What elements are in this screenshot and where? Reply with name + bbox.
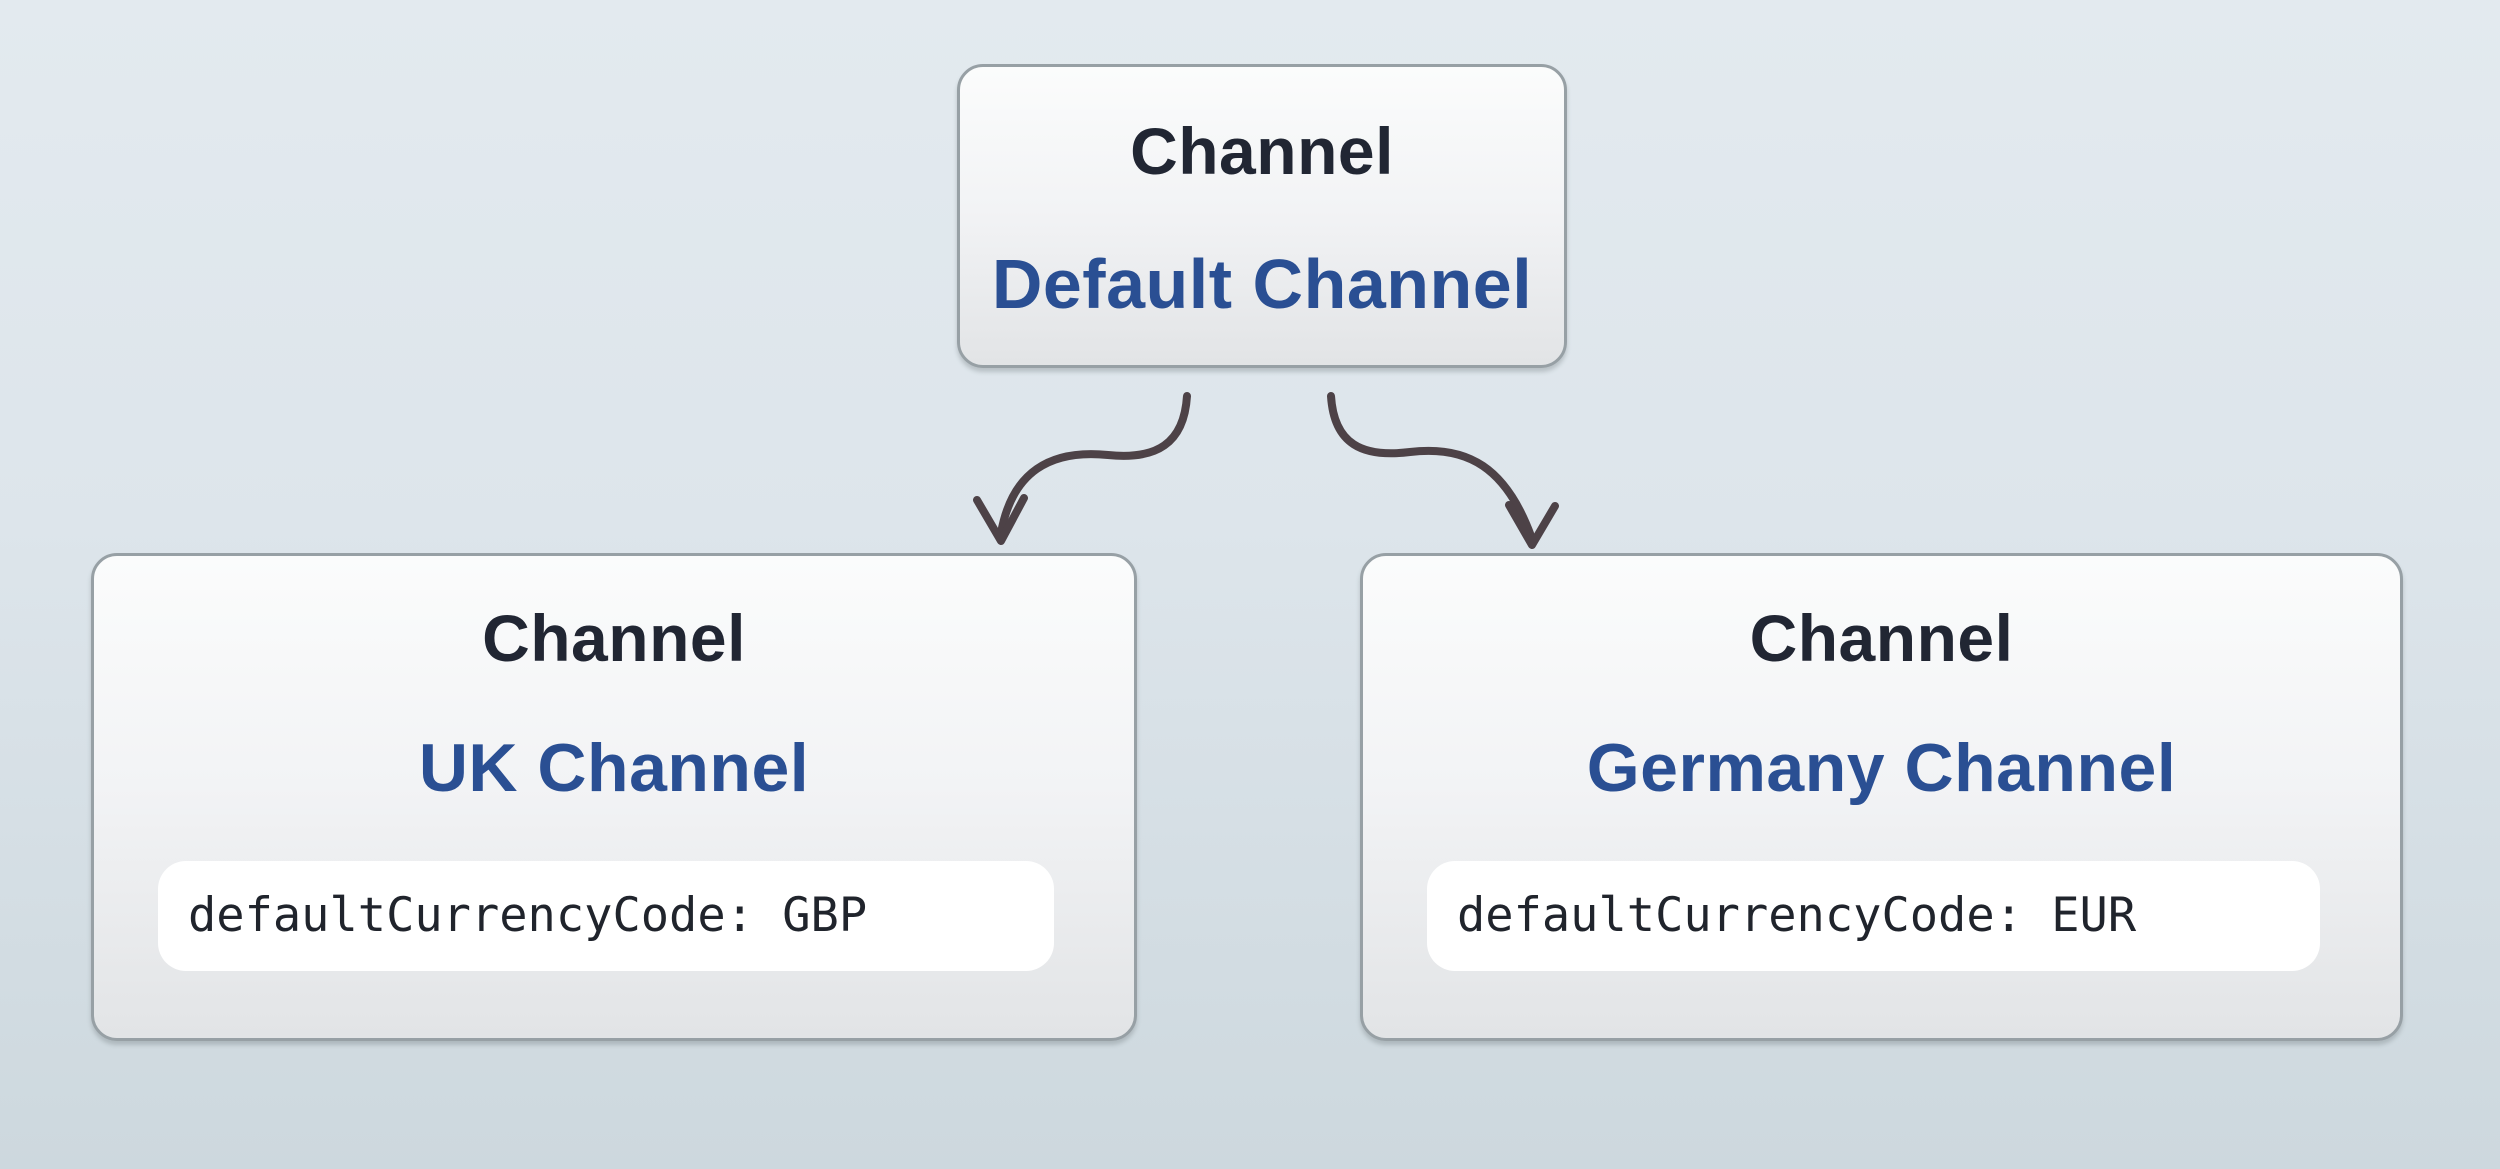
node-name-label: UK Channel <box>418 730 810 806</box>
arrowhead-down-icon <box>1505 501 1559 549</box>
node-attribute-pill: defaultCurrencyCode: GBP <box>158 861 1054 971</box>
node-germany-channel: Channel Germany Channel defaultCurrencyC… <box>1360 553 2403 1041</box>
node-name-label: Default Channel <box>991 245 1533 323</box>
node-type-label: Channel <box>1749 601 2014 675</box>
node-attribute-text: defaultCurrencyCode: EUR <box>1457 888 2137 943</box>
edge-default-to-germany <box>1327 392 1559 549</box>
arrowhead-down-icon <box>973 494 1028 545</box>
node-attribute-pill: defaultCurrencyCode: EUR <box>1427 861 2320 971</box>
node-uk-channel: Channel UK Channel defaultCurrencyCode: … <box>91 553 1137 1041</box>
node-type-label: Channel <box>1130 114 1394 188</box>
node-attribute-text: defaultCurrencyCode: GBP <box>188 888 868 943</box>
edge-default-to-uk-curve <box>997 392 1191 537</box>
node-type-label: Channel <box>482 601 746 675</box>
edge-default-to-germany-curve <box>1327 392 1535 540</box>
node-name-label: Germany Channel <box>1586 730 2177 806</box>
node-default-channel: Channel Default Channel <box>957 64 1567 368</box>
edge-default-to-uk <box>973 392 1191 545</box>
